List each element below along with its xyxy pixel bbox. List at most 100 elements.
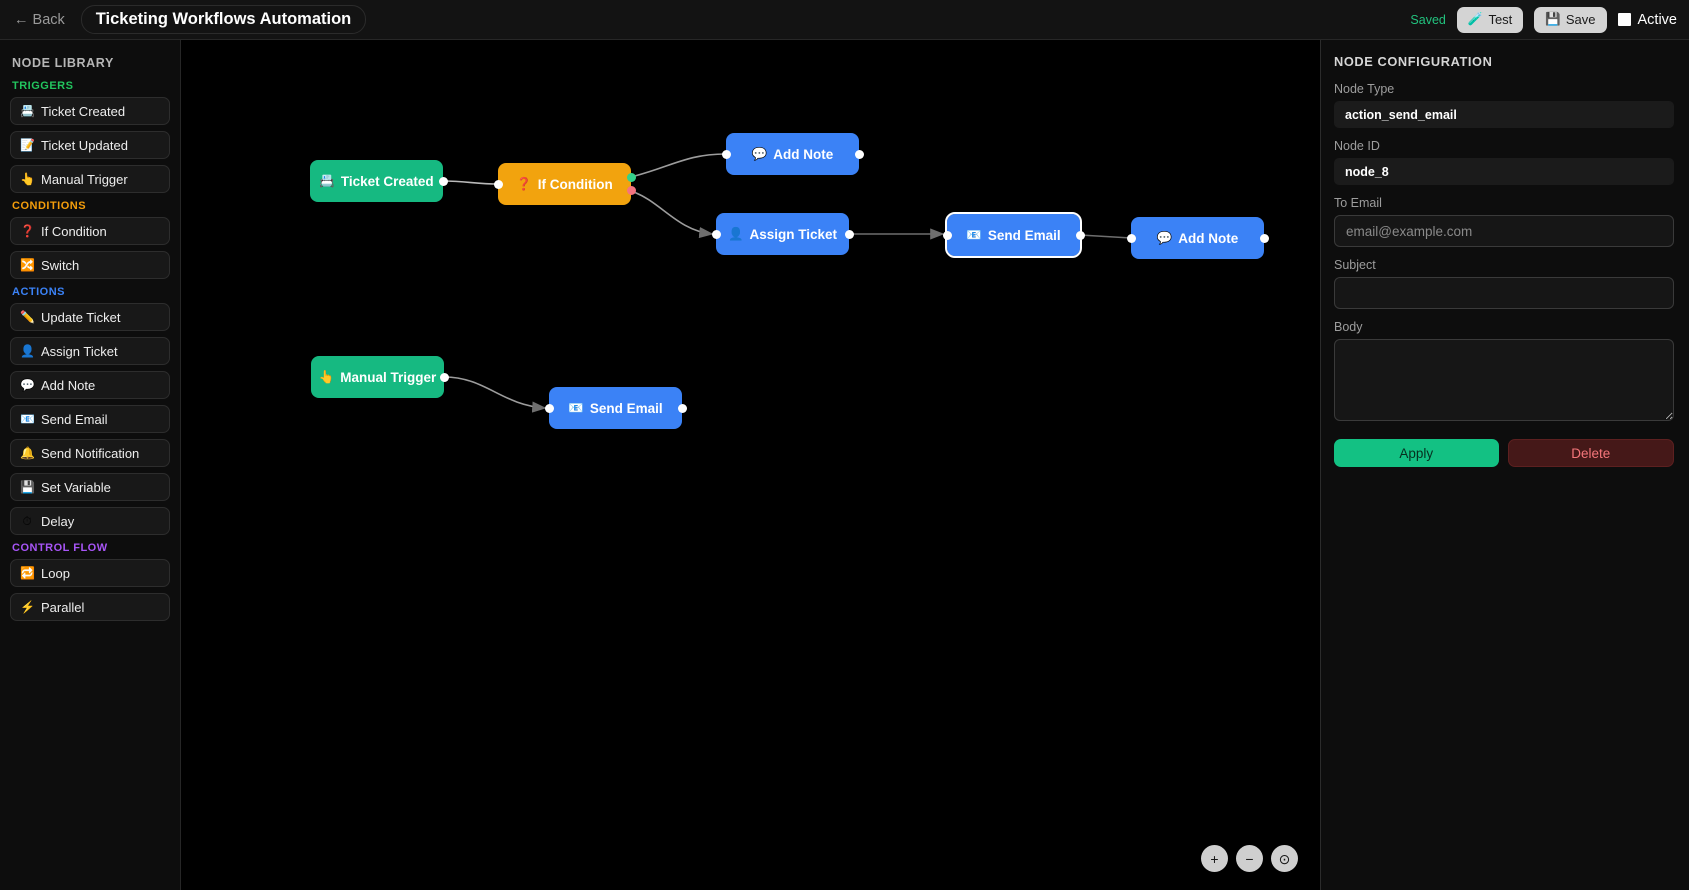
top-bar: ← Back Ticketing Workflows Automation Sa…	[0, 0, 1689, 40]
ticket-created-icon: 📇	[319, 173, 335, 188]
edge-node2-node4	[630, 190, 714, 239]
back-button[interactable]: ← Back	[14, 11, 65, 28]
canvas-node-label: Add Note	[1178, 230, 1239, 246]
body-label: Body	[1334, 320, 1363, 334]
library-node-label: Loop	[41, 565, 70, 581]
node-output-port[interactable]	[438, 176, 448, 186]
canvas-node-node_8[interactable]: 📧Send Email	[942, 212, 1085, 258]
library-node-label: Assign Ticket	[41, 343, 118, 359]
library-node-parallel[interactable]: ⚡Parallel	[10, 593, 170, 621]
save-button[interactable]: 💾 Save	[1534, 6, 1607, 33]
node-input-port[interactable]	[1126, 233, 1136, 243]
if-condition-icon: ❓	[516, 176, 532, 191]
library-node-label: Send Notification	[41, 445, 140, 461]
zoom-in-button[interactable]: +	[1201, 845, 1228, 872]
floppy-disk-icon: 💾	[1545, 12, 1561, 27]
add-note-icon: 💬	[1156, 230, 1173, 245]
library-node-label: Manual Trigger	[41, 171, 128, 187]
library-node-ticket-updated[interactable]: 📝Ticket Updated	[10, 131, 170, 159]
body-textarea[interactable]	[1334, 339, 1674, 421]
canvas-node-label: If Condition	[537, 176, 613, 192]
node-input-port[interactable]	[493, 179, 503, 189]
update-ticket-icon: ✏️	[20, 310, 35, 324]
canvas-node-node_1[interactable]: 📇 Ticket Created	[310, 160, 448, 202]
test-tube-icon: 🧪	[1467, 12, 1484, 27]
zoom-reset-button[interactable]: ⊙	[1271, 845, 1298, 872]
node-output-port[interactable]	[1259, 233, 1269, 243]
node-input-port[interactable]	[711, 229, 721, 239]
edge-layer	[442, 153, 1132, 413]
canvas-node-label: Manual Trigger	[340, 369, 437, 385]
node-false-port[interactable]	[626, 186, 636, 196]
canvas-node-node_6[interactable]: 👆Manual Trigger	[311, 356, 449, 398]
edge-node1-node2	[442, 180, 499, 185]
library-node-ticket-created[interactable]: 📇Ticket Created	[10, 97, 170, 125]
edge-node6-node7	[443, 376, 547, 413]
zoom-controls: +−⊙	[1201, 845, 1298, 872]
parallel-icon: ⚡	[20, 600, 35, 614]
ticket-updated-icon: 📝	[20, 138, 35, 152]
loop-icon: 🔁	[20, 566, 35, 580]
library-node-manual-trigger[interactable]: 👆Manual Trigger	[10, 165, 170, 193]
active-checkbox[interactable]	[1617, 13, 1631, 26]
category-header-control-flow: CONTROL FLOW	[12, 542, 108, 554]
node-input-port[interactable]	[721, 149, 731, 159]
active-toggle[interactable]: Active	[1617, 12, 1677, 28]
test-button[interactable]: 🧪 Test	[1456, 6, 1524, 33]
node-output-port[interactable]	[844, 229, 854, 239]
canvas-node-label: Ticket Created	[340, 173, 434, 189]
node-id-value: node_8	[1334, 158, 1674, 185]
canvas-node-label: Assign Ticket	[749, 226, 838, 242]
library-node-delay[interactable]: ⏱Delay	[10, 507, 170, 535]
library-node-assign-ticket[interactable]: 👤Assign Ticket	[10, 337, 170, 365]
node-output-port[interactable]	[439, 372, 449, 382]
workflow-canvas[interactable]: 📇 Ticket Created ❓ If Condition 💬 Add Note 👤As…	[181, 40, 1320, 890]
node-true-port[interactable]	[626, 172, 636, 182]
node-output-port[interactable]	[854, 149, 864, 159]
canvas-node-node_5[interactable]: 💬 Add Note	[1126, 217, 1269, 259]
set-variable-icon: 💾	[20, 480, 35, 494]
add-note-icon: 💬	[751, 146, 768, 161]
node-configuration-title: NODE CONFIGURATION	[1334, 54, 1493, 69]
canvas-node-node_3[interactable]: 💬 Add Note	[721, 133, 864, 175]
library-node-if-condition[interactable]: ❓If Condition	[10, 217, 170, 245]
node-input-port[interactable]	[544, 403, 554, 413]
library-node-switch[interactable]: 🔀Switch	[10, 251, 170, 279]
library-node-send-email[interactable]: 📧 Send Email	[10, 405, 170, 433]
send-notification-icon: 🔔	[20, 446, 35, 460]
saved-status: Saved	[1410, 12, 1446, 27]
library-node-set-variable[interactable]: 💾Set Variable	[10, 473, 170, 501]
apply-button[interactable]: Apply	[1334, 439, 1499, 467]
node-output-port[interactable]	[677, 403, 687, 413]
canvas-node-label: Send Email	[987, 227, 1061, 243]
canvas-node-node_4[interactable]: 👤Assign Ticket	[711, 213, 854, 255]
send-email-icon: 📧	[568, 400, 584, 415]
node-type-label: Node Type	[1334, 82, 1395, 96]
library-node-send-notification[interactable]: 🔔 Send Notification	[10, 439, 170, 467]
delay-icon: ⏱	[22, 514, 32, 528]
canvas-node-label: Add Note	[773, 146, 834, 162]
node-id-label: Node ID	[1334, 139, 1380, 153]
to-email-input[interactable]	[1334, 215, 1674, 247]
library-node-loop[interactable]: 🔁 Loop	[10, 559, 170, 587]
canvas-node-label: Send Email	[589, 400, 663, 416]
config-actions: Apply Delete	[1334, 439, 1674, 467]
category-header-triggers: TRIGGERS	[12, 80, 74, 92]
workflow-title[interactable]: Ticketing Workflows Automation	[80, 5, 367, 34]
node-output-port[interactable]	[1075, 230, 1085, 240]
zoom-out-button[interactable]: −	[1236, 845, 1263, 872]
category-header-actions: ACTIONS	[12, 286, 65, 298]
send-email-icon: 📧	[20, 412, 35, 426]
library-node-label: Send Email	[41, 411, 108, 427]
canvas-node-node_7[interactable]: 📧 Send Email	[544, 387, 687, 429]
canvas-node-node_2[interactable]: ❓ If Condition	[493, 163, 636, 205]
library-node-update-ticket[interactable]: ✏️Update Ticket	[10, 303, 170, 331]
library-node-add-note[interactable]: 💬Add Note	[10, 371, 170, 399]
delete-button[interactable]: Delete	[1507, 439, 1674, 467]
subject-input[interactable]	[1334, 277, 1674, 309]
test-button-label: Test	[1488, 12, 1513, 27]
library-node-label: Ticket Created	[41, 103, 126, 119]
node-library-sidebar: NODE LIBRARY TRIGGERS📇Ticket Created📝Tic…	[0, 40, 181, 890]
library-node-label: If Condition	[41, 223, 107, 239]
node-input-port[interactable]	[942, 230, 952, 240]
